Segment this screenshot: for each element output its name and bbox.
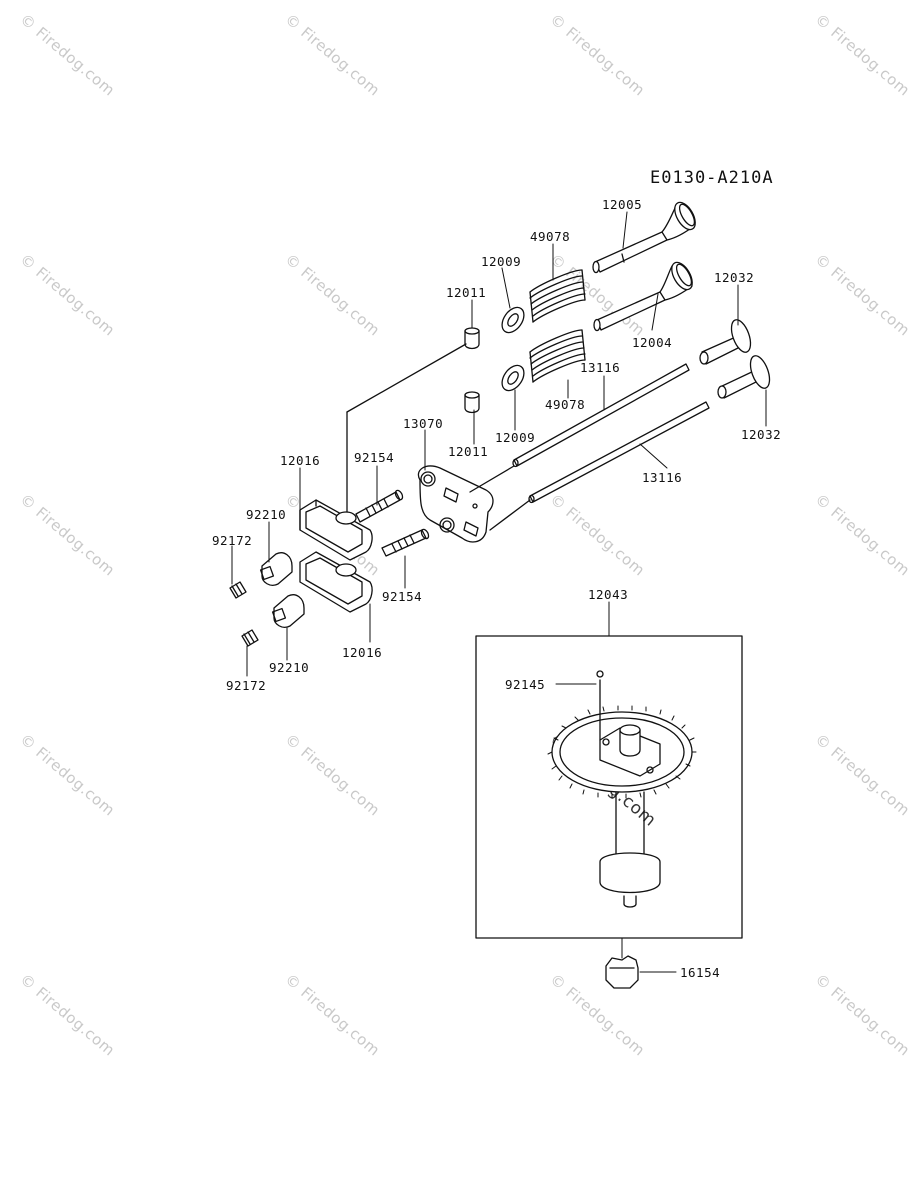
pivot-upper-drawing [259, 552, 293, 586]
valve-cap-upper-drawing [464, 327, 480, 350]
part-label-49078[interactable]: 49078 [530, 229, 571, 244]
part-label-12011[interactable]: 12011 [446, 285, 487, 300]
part-label-13070[interactable]: 13070 [403, 416, 444, 431]
part-label-13116[interactable]: 13116 [642, 470, 683, 485]
part-label-12016[interactable]: 12016 [342, 645, 383, 660]
pump-rotor-drawing [605, 955, 639, 989]
part-label-12032[interactable]: 12032 [741, 427, 782, 442]
part-label-92154[interactable]: 92154 [354, 450, 395, 465]
part-label-92154[interactable]: 92154 [382, 589, 423, 604]
part-label-12011[interactable]: 12011 [448, 444, 489, 459]
part-label-16154[interactable]: 16154 [680, 965, 721, 980]
tappet-upper-drawing [699, 319, 752, 365]
push-rod-lower-drawing [528, 401, 710, 504]
spring-retainer-lower-drawing [501, 364, 525, 392]
tappet-lower-drawing [717, 355, 771, 399]
valve-intake-drawing [593, 261, 693, 332]
part-label-12009[interactable]: 12009 [481, 254, 522, 269]
valve-spring-lower-drawing [529, 329, 586, 383]
push-rod-upper-drawing [512, 363, 690, 468]
camshaft-drawing [547, 670, 697, 908]
part-label-92145[interactable]: 92145 [505, 677, 546, 692]
part-label-92210[interactable]: 92210 [269, 660, 310, 675]
stud-lower-drawing [381, 528, 430, 557]
set-screw-upper-drawing [229, 581, 247, 599]
part-label-13116[interactable]: 13116 [580, 360, 621, 375]
stud-upper-drawing [355, 489, 404, 523]
part-label-12005[interactable]: 12005 [602, 197, 643, 212]
rocker-arm-lower-drawing [299, 551, 373, 613]
diagram-code: E0130-A210A [650, 168, 774, 188]
valve-spring-upper-drawing [529, 269, 586, 323]
part-label-92172[interactable]: 92172 [212, 533, 253, 548]
part-label-49078[interactable]: 49078 [545, 397, 586, 412]
part-label-12004[interactable]: 12004 [632, 335, 673, 350]
part-label-12032[interactable]: 12032 [714, 270, 755, 285]
part-label-12016[interactable]: 12016 [280, 453, 321, 468]
set-screw-lower-drawing [241, 629, 259, 647]
part-label-12009[interactable]: 12009 [495, 430, 536, 445]
valve-cap-lower-drawing [464, 391, 480, 414]
push-rod-guide-plate-drawing [417, 465, 531, 543]
pivot-lower-drawing [271, 594, 305, 628]
leader-lines [231, 211, 767, 973]
part-label-12043[interactable]: 12043 [588, 587, 629, 602]
valve-exhaust-drawing [592, 201, 696, 274]
part-label-92172[interactable]: 92172 [226, 678, 267, 693]
spring-retainer-upper-drawing [501, 306, 525, 334]
rocker-arm-upper-drawing [299, 499, 373, 561]
part-label-92210[interactable]: 92210 [246, 507, 287, 522]
